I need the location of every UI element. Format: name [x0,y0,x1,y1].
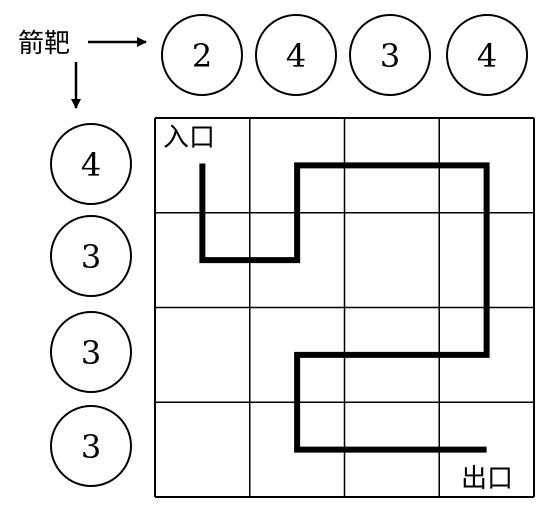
route-path [199,162,490,453]
entrance-label: 入口 [163,123,215,153]
top-target-value: 4 [286,37,306,75]
target-legend-label: 箭靶 [18,29,70,59]
left-target: 3 [50,215,132,297]
left-target: 3 [50,311,132,393]
top-target-value: 2 [192,37,212,75]
left-target: 4 [50,123,132,205]
left-target-value: 3 [81,334,101,372]
top-target-value: 4 [477,37,497,75]
top-target: 2 [161,14,243,96]
top-target: 4 [255,14,337,96]
left-target: 3 [50,405,132,487]
grid [154,117,535,498]
top-target: 3 [349,14,431,96]
top-target-value: 3 [380,37,400,75]
left-target-value: 4 [81,146,101,184]
exit-label: 出口 [461,464,513,494]
left-target-value: 3 [81,428,101,466]
top-target: 4 [446,14,528,96]
left-target-value: 3 [81,238,101,276]
